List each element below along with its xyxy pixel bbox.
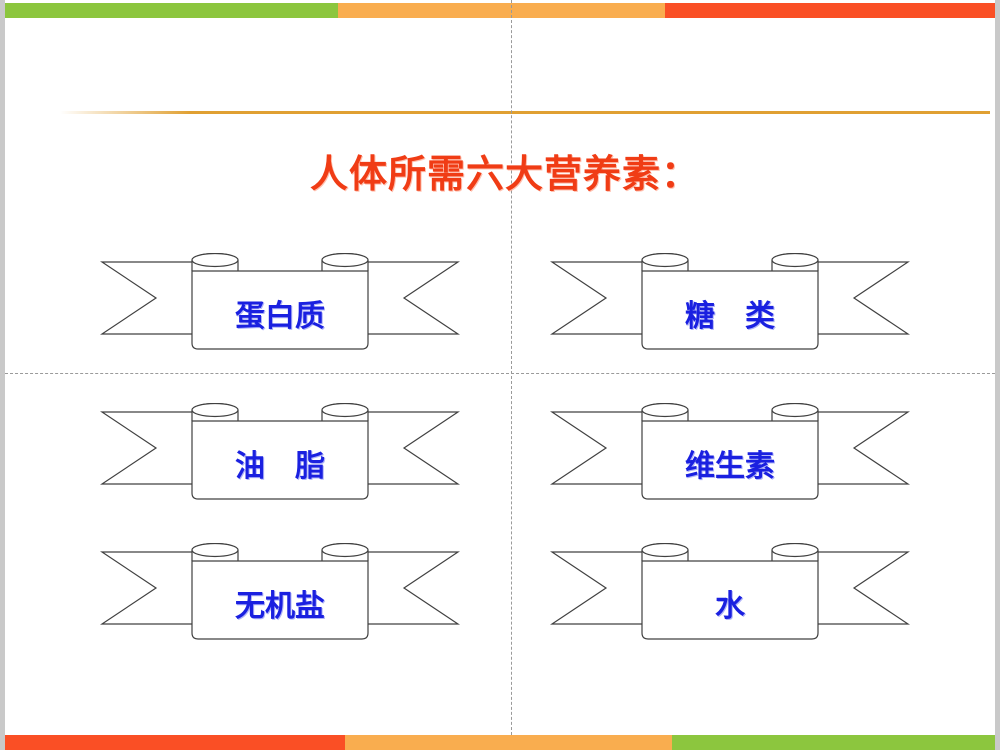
top-color-bar bbox=[5, 3, 995, 18]
ribbon-left-curl-top bbox=[641, 403, 689, 418]
ribbon-center-panel bbox=[191, 420, 369, 500]
ribbon-left-curl-top bbox=[641, 543, 689, 558]
orange-segment bbox=[345, 735, 672, 750]
nutrient-banner-sugar[interactable]: 糖 类 bbox=[550, 253, 910, 353]
nutrient-banner-protein[interactable]: 蛋白质 bbox=[100, 253, 460, 353]
ribbon-left-curl-top bbox=[641, 253, 689, 268]
ribbon-right-wing bbox=[355, 411, 460, 485]
ribbon-right-wing bbox=[805, 411, 910, 485]
header-rule bbox=[60, 111, 990, 114]
ribbon-right-wing bbox=[805, 261, 910, 335]
nutrient-banner-fat[interactable]: 油 脂 bbox=[100, 403, 460, 503]
nutrient-banner-vitamin[interactable]: 维生素 bbox=[550, 403, 910, 503]
ribbon-left-curl-top bbox=[191, 543, 239, 558]
green-segment bbox=[5, 3, 338, 18]
green-segment bbox=[672, 735, 995, 750]
ribbon-left-wing bbox=[100, 411, 205, 485]
ribbon-right-curl-top bbox=[771, 403, 819, 418]
ribbon-left-wing bbox=[550, 411, 655, 485]
ribbon-left-curl-top bbox=[191, 403, 239, 418]
page-title: 人体所需六大营养素： bbox=[309, 154, 700, 196]
vertical-guide bbox=[511, 0, 512, 750]
ribbon-center-panel bbox=[191, 270, 369, 350]
orange-segment bbox=[338, 3, 665, 18]
ribbon-right-curl-top bbox=[771, 253, 819, 268]
ribbon-left-wing bbox=[100, 261, 205, 335]
ribbon-right-curl-top bbox=[321, 403, 369, 418]
ribbon-center-panel bbox=[191, 560, 369, 640]
ribbon-center-panel bbox=[641, 560, 819, 640]
ribbon-center-panel bbox=[641, 270, 819, 350]
ribbon-right-curl-top bbox=[321, 543, 369, 558]
ribbon-left-wing bbox=[550, 261, 655, 335]
red-segment bbox=[665, 3, 995, 18]
ribbon-right-wing bbox=[805, 551, 910, 625]
horizontal-guide bbox=[5, 373, 995, 374]
red-segment bbox=[5, 735, 345, 750]
ribbon-right-curl-top bbox=[771, 543, 819, 558]
ribbon-left-curl-top bbox=[191, 253, 239, 268]
ribbon-center-panel bbox=[641, 420, 819, 500]
ribbon-left-wing bbox=[100, 551, 205, 625]
bottom-color-bar bbox=[5, 735, 995, 750]
ribbon-right-wing bbox=[355, 261, 460, 335]
ribbon-right-wing bbox=[355, 551, 460, 625]
ribbon-right-curl-top bbox=[321, 253, 369, 268]
ribbon-left-wing bbox=[550, 551, 655, 625]
nutrient-banner-water[interactable]: 水 bbox=[550, 543, 910, 643]
nutrient-banner-mineral[interactable]: 无机盐 bbox=[100, 543, 460, 643]
